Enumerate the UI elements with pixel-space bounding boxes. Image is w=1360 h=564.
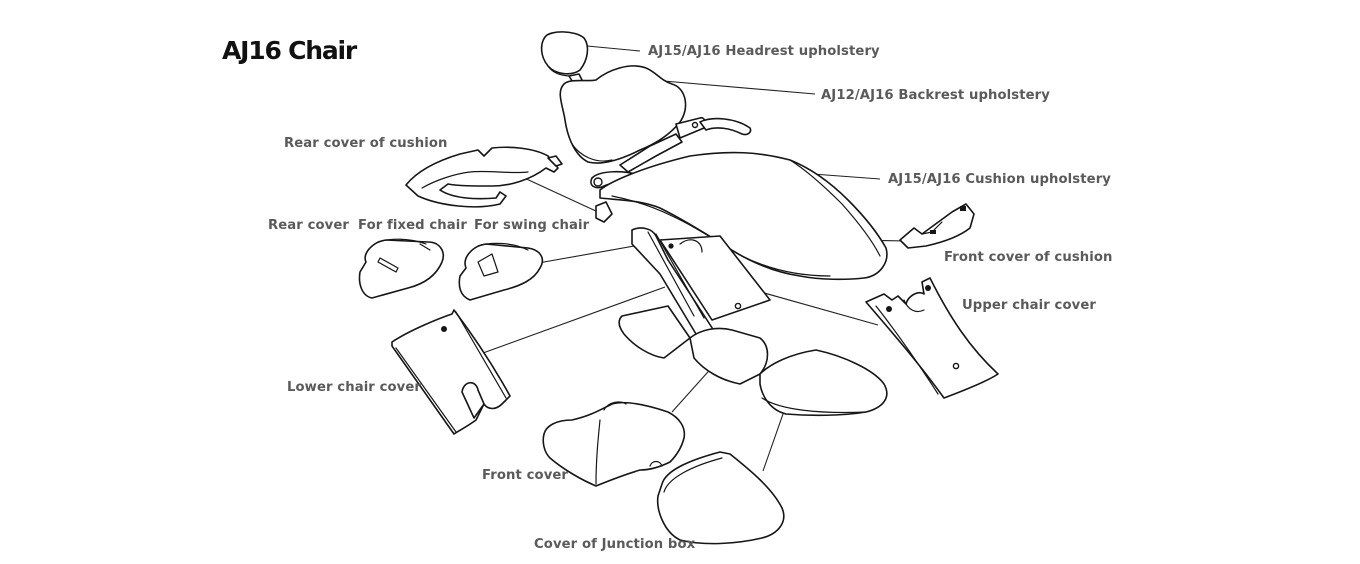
label-upper-chair-cover: Upper chair cover [962, 298, 1096, 313]
label-headrest-upholstery: AJ15/AJ16 Headrest upholstery [648, 44, 880, 59]
label-for-fixed-chair: For fixed chair [358, 218, 467, 233]
label-rear-cover: Rear cover [268, 218, 350, 233]
leader-headrest [586, 45, 641, 52]
rear-cover-fixed-chair-part [358, 238, 444, 299]
rear-cover-of-cushion-part [405, 146, 563, 208]
label-front-cover-of-cushion: Front cover of cushion [944, 250, 1113, 265]
label-cushion-upholstery: AJ15/AJ16 Cushion upholstery [888, 172, 1111, 187]
junction-box-cover-part [656, 451, 785, 545]
label-lower-chair-cover: Lower chair cover [287, 380, 422, 395]
backrest-part [559, 65, 687, 164]
leader-rear-cover-cushion [519, 175, 599, 213]
chair-column-part [618, 227, 888, 417]
front-cover-of-cushion-part [899, 203, 975, 249]
headrest-part [540, 31, 589, 85]
label-for-swing-chair: For swing chair [474, 218, 590, 233]
leader-backrest [651, 79, 816, 95]
label-front-cover: Front cover [482, 468, 569, 483]
cushion-part [599, 151, 888, 281]
label-backrest-upholstery: AJ12/AJ16 Backrest upholstery [821, 88, 1050, 103]
label-junction-box-cover: Cover of Junction box [534, 537, 696, 552]
rear-cover-swing-chair-part [458, 242, 544, 301]
label-rear-cover-of-cushion: Rear cover of cushion [284, 136, 448, 151]
diagram-title: AJ16 Chair [222, 36, 357, 65]
front-cover-part [542, 401, 686, 487]
upper-chair-cover-part [865, 277, 999, 399]
lower-chair-cover-part [391, 309, 511, 435]
leader-lower-chair-cover [471, 286, 666, 358]
